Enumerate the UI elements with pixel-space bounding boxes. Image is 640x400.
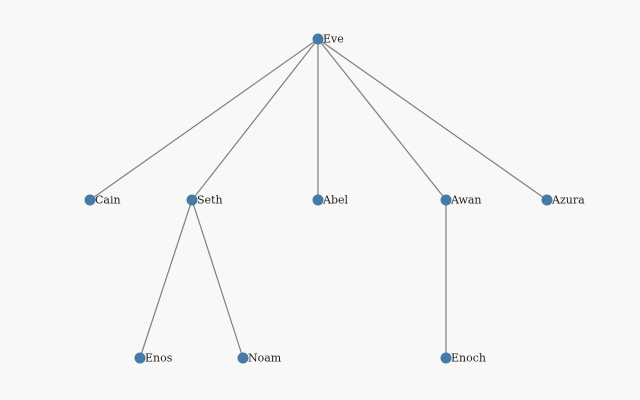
node-label-noam: Noam <box>248 352 282 365</box>
node-label-cain: Cain <box>95 194 121 207</box>
edge-seth-noam <box>191 199 244 359</box>
node-enos <box>134 352 146 364</box>
node-label-eve: Eve <box>323 33 344 46</box>
node-enoch <box>440 352 452 364</box>
edge-eve-azura <box>317 38 548 201</box>
node-cain <box>84 194 96 206</box>
node-label-enos: Enos <box>145 352 173 365</box>
node-label-awan: Awan <box>450 194 482 207</box>
edge-eve-awan <box>317 38 447 201</box>
node-label-abel: Abel <box>322 194 348 207</box>
edge-eve-seth <box>191 38 319 201</box>
node-eve <box>312 33 324 45</box>
edges-layer <box>89 38 548 359</box>
node-awan <box>440 194 452 206</box>
node-label-azura: Azura <box>551 194 585 207</box>
node-abel <box>312 194 324 206</box>
node-label-seth: Seth <box>197 194 223 207</box>
node-seth <box>186 194 198 206</box>
node-label-enoch: Enoch <box>451 352 486 365</box>
nodes-layer <box>84 33 553 364</box>
node-azura <box>541 194 553 206</box>
node-noam <box>237 352 249 364</box>
edge-seth-enos <box>139 199 193 359</box>
edge-eve-cain <box>89 38 319 201</box>
